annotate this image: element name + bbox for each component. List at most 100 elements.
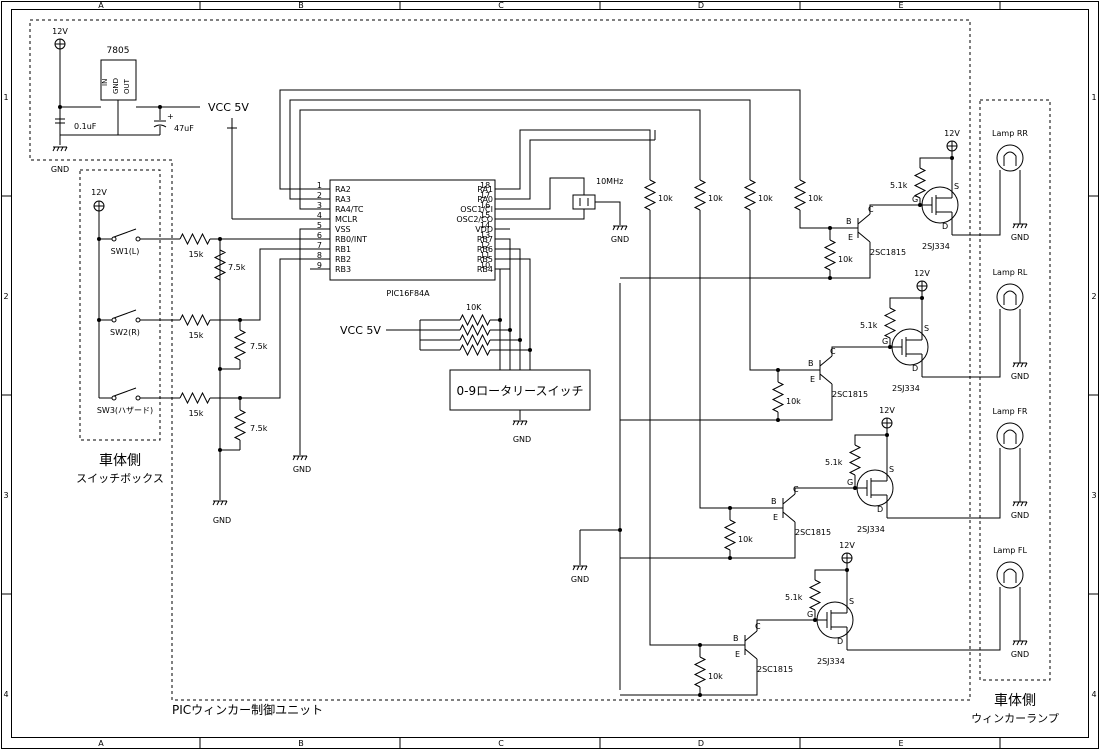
pullup-resistor-10k xyxy=(793,179,807,211)
driver-12v-symbol xyxy=(916,280,928,292)
resistor-7-5k-label: 7.5k xyxy=(250,424,268,433)
mcu-pin-number: 10 xyxy=(480,261,490,270)
npn-pin-e: E xyxy=(735,650,740,659)
switch-1: SW1(L) xyxy=(99,228,180,256)
driver-12v-label: 12V xyxy=(944,129,960,138)
mcu-pin-name: RB1 xyxy=(335,245,351,254)
npn-pin-c: C xyxy=(868,205,874,214)
base-resistor-label: 10k xyxy=(708,672,723,681)
npn-pin-e: E xyxy=(810,375,815,384)
resistor-10k xyxy=(459,343,491,357)
lamp-gnd-label: GND xyxy=(1011,511,1029,520)
cap-0-1uf-label: 0.1uF xyxy=(74,122,97,131)
driver-gnd-symbol xyxy=(572,565,588,571)
npn-pin-b: B xyxy=(733,634,739,643)
mcu-pin-name: OSC1/CI xyxy=(460,205,493,214)
lamp-box-title: 車体側 xyxy=(994,692,1036,709)
mcu-pin-name: RA1 xyxy=(477,185,493,194)
mcu-pin-name: RB0/INT xyxy=(335,235,367,244)
power-gnd-label: GND xyxy=(51,165,69,174)
col-label-bottom-c: C xyxy=(498,739,504,748)
resistor-7-5k xyxy=(233,409,247,441)
resistor-7-5k xyxy=(233,329,247,361)
base-resistor-10k xyxy=(723,519,737,551)
pullup-resistor-label: 10k xyxy=(758,194,773,203)
switch-box-section: 12V SW1(L)SW2(R)SW3(ハザード) 15k15k15k7.5k7… xyxy=(76,188,268,525)
npn-pin-b: B xyxy=(846,217,852,226)
gate-resistor-label: 5.1k xyxy=(825,458,843,467)
col-label-bottom-a: A xyxy=(98,739,104,748)
pmos-pin-d: D xyxy=(877,505,883,514)
base-resistor-label: 10k xyxy=(838,255,853,264)
mcu-pin-name: RB7 xyxy=(477,235,493,244)
pullup-resistor-label: 10k xyxy=(658,194,673,203)
driver-12v-symbol xyxy=(841,552,853,564)
pmos-pin-s: S xyxy=(924,324,929,333)
switch-label: SW1(L) xyxy=(111,247,140,256)
crystal-10mhz: 10MHz xyxy=(572,177,623,210)
switch-label: SW3(ハザード) xyxy=(97,406,153,415)
mcu-pin-number: 17 xyxy=(480,191,490,200)
driver-12v-label: 12V xyxy=(914,269,930,278)
pmos-pin-g: G xyxy=(882,337,888,346)
mcu-pin-number: 18 xyxy=(480,181,490,190)
rotary-switch-label: 0-9ロータリースイッチ xyxy=(456,384,583,398)
switch-12v-label: 12V xyxy=(91,188,107,197)
pmos-pin-s: S xyxy=(954,182,959,191)
unit-label: PICウィンカー制御ユニット xyxy=(172,702,323,717)
col-label-bottom-e: E xyxy=(898,739,903,748)
gate-resistor-5-1k xyxy=(913,167,927,199)
svg-text:GND: GND xyxy=(112,78,120,94)
crystal-gnd-symbol xyxy=(612,225,628,231)
mcu-pin-number: 14 xyxy=(480,221,490,230)
mcu-pin-number: 5 xyxy=(317,221,322,230)
mcu-pin-name: VSS xyxy=(335,225,351,234)
power-gnd-symbol xyxy=(52,146,68,152)
regulator-7805: 7805 IN GND OUT xyxy=(100,46,137,101)
mcu-pin-number: 2 xyxy=(317,191,322,200)
pmos-pin-d: D xyxy=(912,364,918,373)
mcu-pin-name: RA3 xyxy=(335,195,351,204)
resistor-15k xyxy=(179,313,211,327)
resistor-7-5k-label: 7.5k xyxy=(228,263,246,272)
resistor-15k-label: 15k xyxy=(189,409,204,418)
resistor-15k-label: 15k xyxy=(189,331,204,340)
mcu-pin-name: RB5 xyxy=(477,255,493,264)
lamp-gnd-symbol xyxy=(1012,640,1028,646)
lamp-label: Lamp RR xyxy=(992,129,1028,138)
mcu-pin-number: 15 xyxy=(480,211,490,220)
mcu-pin-number: 8 xyxy=(317,251,322,260)
base-resistor-label: 10k xyxy=(786,397,801,406)
mcu-pin-number: 4 xyxy=(317,211,322,220)
row-label-left-2: 2 xyxy=(3,292,8,301)
lamp-box-enclosure xyxy=(979,99,1051,681)
switch-box-title: 車体側 xyxy=(99,452,141,469)
npn-part-label: 2SC1815 xyxy=(870,248,906,257)
switch-box-subtitle: スイッチボックス xyxy=(76,472,164,485)
npn-pin-b: B xyxy=(771,497,777,506)
rotary-r-label: 10K xyxy=(466,303,482,312)
base-resistor-10k xyxy=(823,239,837,271)
pullup-resistor-10k xyxy=(643,179,657,211)
npn-pin-c: C xyxy=(755,622,761,631)
npn-pin-c: C xyxy=(830,347,836,356)
pmos-part-label: 2SJ334 xyxy=(817,657,845,666)
resistor-15k-label: 15k xyxy=(189,250,204,259)
pmos-pin-g: G xyxy=(847,478,853,487)
crystal-label: 10MHz xyxy=(596,177,623,186)
